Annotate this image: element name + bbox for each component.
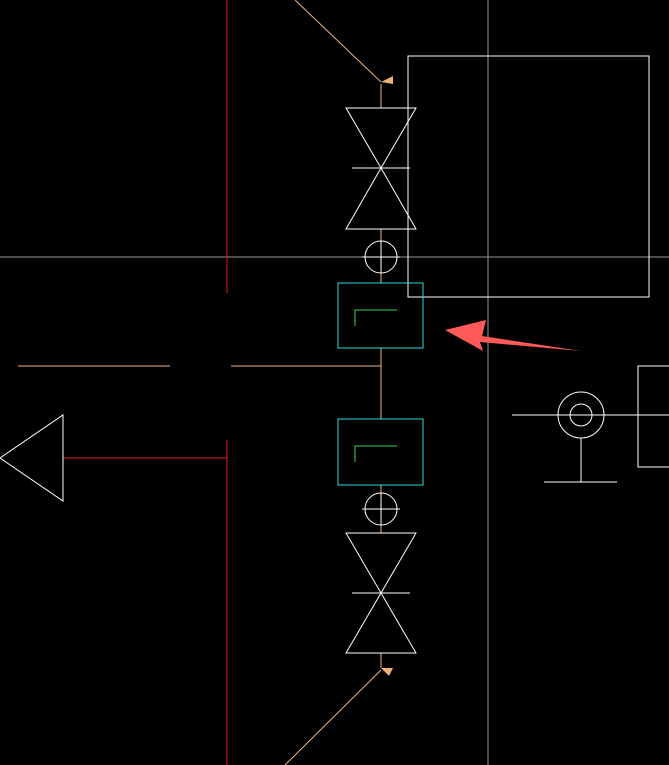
flow-glyph-lower — [354, 445, 397, 462]
equipment-outline[interactable] — [407, 55, 650, 298]
valve-lower-bottom-triangle — [345, 592, 417, 654]
flow-box-upper — [337, 282, 424, 349]
pump-inner-circle — [569, 403, 593, 427]
valve-upper-bottom-triangle — [345, 166, 417, 230]
flow-box-lower — [337, 418, 424, 486]
pipe-tip-upper — [381, 76, 393, 84]
valve-lower-top-triangle — [345, 532, 417, 594]
pipe-diagonal-lower — [284, 669, 382, 765]
valve-upper-top-triangle — [345, 107, 417, 169]
gate-valve-icon[interactable] — [345, 532, 417, 654]
flow-element-icon[interactable] — [337, 418, 424, 486]
red-line-group — [63, 0, 228, 765]
diagonal-pipes — [284, 0, 393, 765]
pump-motor-box — [637, 365, 669, 468]
pipe-tip-lower — [381, 668, 393, 676]
gate-valve-icon[interactable] — [345, 107, 417, 230]
flow-element-icon[interactable] — [337, 282, 424, 349]
flow-glyph-upper — [354, 309, 397, 326]
pipe-diagonal-upper — [294, 0, 382, 83]
instrument-bubble-icon[interactable] — [362, 492, 400, 526]
flow-direction-triangle-icon[interactable] — [0, 414, 64, 502]
pump-symbol-icon[interactable] — [512, 365, 669, 483]
pointer-arrow-icon — [445, 320, 581, 351]
instrument-bubble-icon[interactable] — [362, 240, 400, 274]
